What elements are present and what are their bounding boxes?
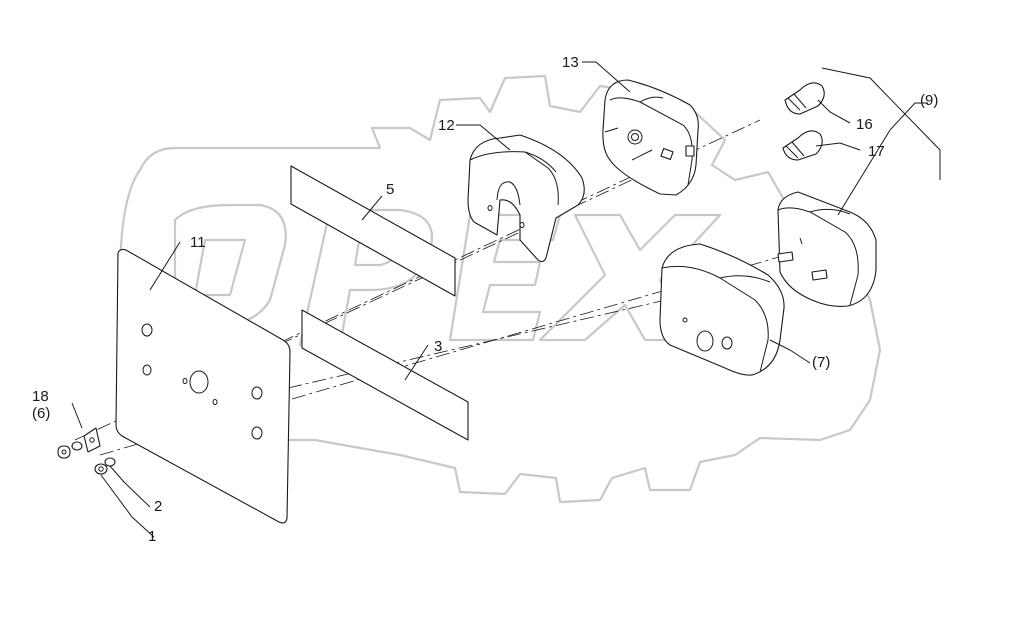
callout-6: (6) — [32, 405, 50, 422]
callout-11: 11 — [190, 234, 206, 251]
callout-18: 18 — [32, 388, 49, 405]
callout-3: 3 — [434, 338, 442, 355]
bulb-16 — [784, 82, 825, 115]
callout-9: (9) — [920, 92, 938, 109]
lamp-housing-13 — [602, 79, 699, 196]
hardware-fasteners — [57, 441, 116, 475]
callout-7: (7) — [812, 354, 830, 371]
callout-1: 1 — [148, 528, 156, 545]
lamp-assembly-9 — [777, 191, 877, 307]
callout-5: 5 — [386, 181, 394, 198]
leader-lines — [71, 61, 941, 538]
callout-17: 17 — [868, 143, 885, 160]
callout-labels: 1 2 3 5 (7) (9) 11 12 13 16 17 18 (6) — [32, 54, 938, 545]
gasket-sheet-3 — [301, 309, 469, 441]
callout-16: 16 — [856, 116, 873, 133]
rubber-housing-12 — [467, 134, 585, 263]
callout-2: 2 — [154, 498, 162, 515]
mounting-plate-11 — [115, 248, 291, 524]
callout-13: 13 — [562, 54, 579, 71]
gasket-sheet-5 — [290, 165, 456, 297]
lamp-assembly-7 — [659, 243, 785, 376]
bracket-18 — [83, 427, 101, 453]
callout-12: 12 — [438, 117, 455, 134]
bulb-17 — [782, 130, 823, 161]
